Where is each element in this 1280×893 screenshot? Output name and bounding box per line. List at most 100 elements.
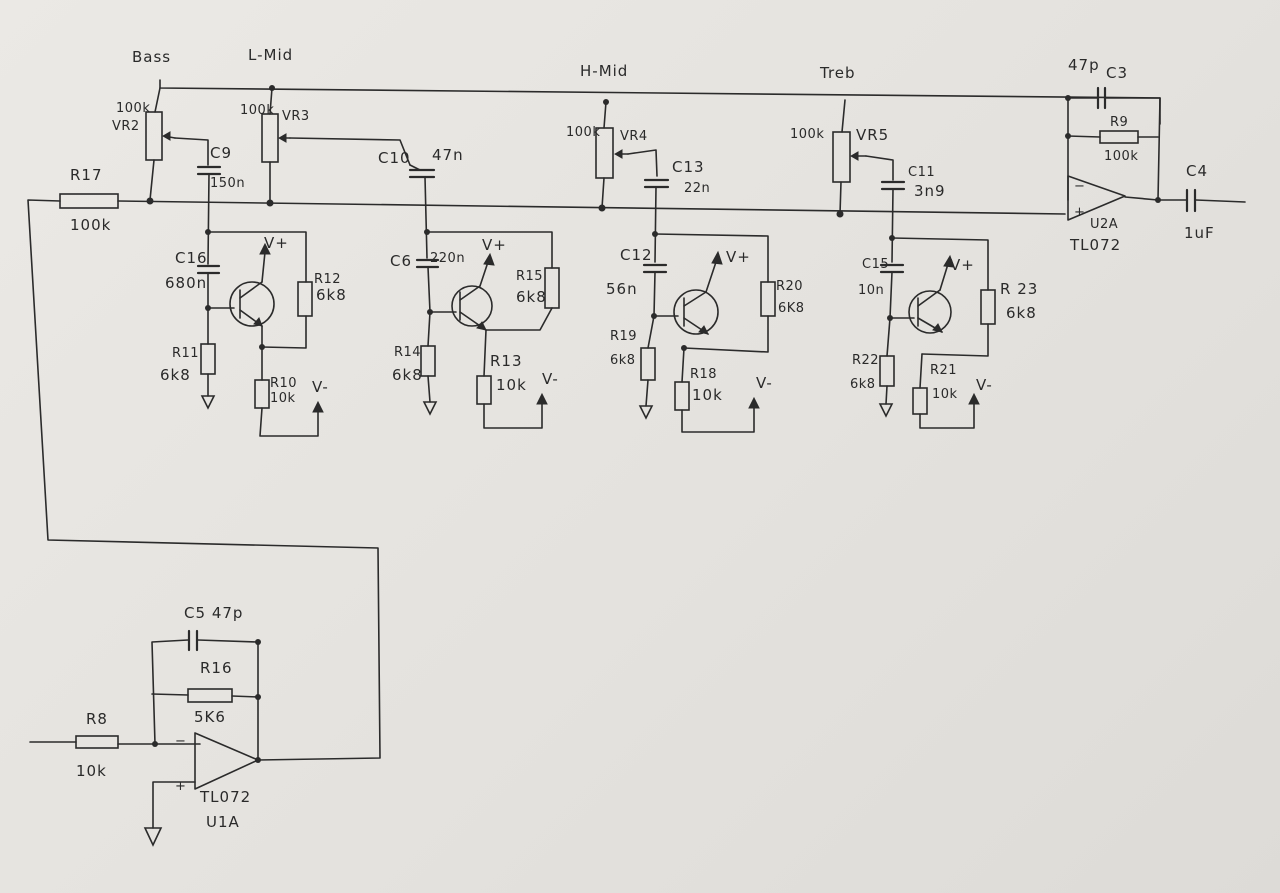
c4-value: 1uF xyxy=(1184,224,1215,242)
r23-value: 6k8 xyxy=(1006,304,1037,322)
u1a-plus: + xyxy=(175,779,186,794)
section-treb: Treb xyxy=(819,64,856,82)
junction-hmid-gyr xyxy=(652,231,658,237)
feedback-network-u2a xyxy=(1067,97,1246,203)
r9-value: 100k xyxy=(1104,149,1138,164)
r17-value: 100k xyxy=(70,216,111,234)
junction-u2a-r9 xyxy=(1065,133,1071,139)
pot-vr3 xyxy=(261,87,411,203)
u2a-minus: − xyxy=(1074,179,1085,194)
c4-name: C4 xyxy=(1186,162,1208,180)
junction-hmid-top xyxy=(603,99,609,105)
section-lmid: L-Mid xyxy=(248,46,293,64)
c9-value: 150n xyxy=(210,176,245,191)
hmid-vplus: V+ xyxy=(726,248,751,266)
c5-value: 47p xyxy=(212,604,244,622)
resistor-r17 xyxy=(59,193,119,209)
treb-vminus: V- xyxy=(976,376,993,394)
r11-label: R11 xyxy=(172,346,199,361)
treb-vplus: V+ xyxy=(950,256,975,274)
gyrator-treb xyxy=(878,237,996,429)
c13-value: 22n xyxy=(684,181,710,196)
junction-treb xyxy=(836,210,844,218)
vr2-value: 100k xyxy=(116,101,150,116)
r19-label: R19 xyxy=(610,329,637,344)
u1a-plus-gnd-wire xyxy=(152,781,196,829)
section-bass: Bass xyxy=(132,48,171,66)
capacitor-c4 xyxy=(1185,188,1197,213)
r21-value: 10k xyxy=(932,387,958,402)
junction-treb-gyr xyxy=(889,235,895,241)
r17-label: R17 xyxy=(70,166,103,184)
u2a-name: U2A xyxy=(1090,217,1118,232)
gyrator-bass xyxy=(196,231,324,437)
c9-label: C9 xyxy=(210,144,232,162)
r16-value: 5K6 xyxy=(194,708,226,726)
u1a-name: U1A xyxy=(206,813,240,831)
junction-hmid-emit xyxy=(681,345,687,351)
resistor-r16 xyxy=(187,688,233,703)
r22-value: 6k8 xyxy=(850,377,876,392)
junction-lmid xyxy=(266,199,274,207)
u1a-minus: − xyxy=(175,734,186,749)
junction-u1a-out xyxy=(255,757,261,763)
r18-value: 10k xyxy=(692,386,723,404)
r13-value: 10k xyxy=(496,376,527,394)
r14-label: R14 xyxy=(394,345,421,360)
junction-u1a-fb1 xyxy=(255,639,261,645)
r23-label: R 23 xyxy=(1000,280,1038,298)
c3-value: 47p xyxy=(1068,56,1100,74)
c12-label: C12 xyxy=(620,246,653,264)
ground-u1a xyxy=(143,827,163,847)
r15-label: R15 xyxy=(516,269,543,284)
junction-u2a-out xyxy=(1155,197,1161,203)
vr4-name: VR4 xyxy=(620,129,648,144)
u2a-part: TL072 xyxy=(1069,236,1121,254)
c3-name: C3 xyxy=(1106,64,1128,82)
c5-name: C5 xyxy=(184,604,206,622)
c10-label: C10 xyxy=(378,149,411,167)
vr4-value: 100k xyxy=(566,125,600,140)
resistor-r9 xyxy=(1099,130,1139,144)
r12-label: R12 xyxy=(314,272,341,287)
gyrator-lmid xyxy=(415,231,560,429)
c6-value: 220n xyxy=(430,251,465,266)
r8-value: 10k xyxy=(76,762,107,780)
lmid-vminus: V- xyxy=(542,370,559,388)
r22-label: R22 xyxy=(852,353,879,368)
c16-value: 680n xyxy=(165,274,207,292)
capacitor-c11 xyxy=(880,180,906,263)
c6-label: C6 xyxy=(390,252,412,270)
top-bus xyxy=(159,79,1161,125)
pot-vr4 xyxy=(595,101,658,209)
capacitor-c9 xyxy=(196,165,222,265)
hmid-vminus: V- xyxy=(756,374,773,392)
vr5-name: VR5 xyxy=(856,126,889,144)
opamp-u1a xyxy=(194,732,259,790)
r8-label: R8 xyxy=(86,710,108,728)
r15-value: 6k8 xyxy=(516,288,547,306)
c15-label: C15 xyxy=(862,257,889,272)
c5-label: C5 47p xyxy=(184,604,243,622)
junction-bass-emit xyxy=(259,344,265,350)
r18-label: R18 xyxy=(690,367,717,382)
junction-u2a-top xyxy=(1065,95,1071,101)
c15-value: 10n xyxy=(858,283,884,298)
r11-value: 6k8 xyxy=(160,366,191,384)
junction-u1a-in xyxy=(152,741,158,747)
c12-value: 56n xyxy=(606,280,638,298)
capacitor-c13 xyxy=(643,178,670,263)
resistor-r8 xyxy=(75,735,119,749)
r10-value: 10k xyxy=(270,391,296,406)
u1a-part: TL072 xyxy=(199,788,251,806)
main-bus xyxy=(117,200,1066,215)
c16-label: C16 xyxy=(175,249,208,267)
junction-treb-base xyxy=(887,315,893,321)
r19-value: 6k8 xyxy=(610,353,636,368)
c13-label: C13 xyxy=(672,158,705,176)
junction-lmid-gyr xyxy=(424,229,430,235)
c11-label: C11 xyxy=(908,165,935,180)
vr3-value: 100k xyxy=(240,103,274,118)
pot-vr2 xyxy=(145,87,209,201)
r14-value: 6k8 xyxy=(392,366,423,384)
